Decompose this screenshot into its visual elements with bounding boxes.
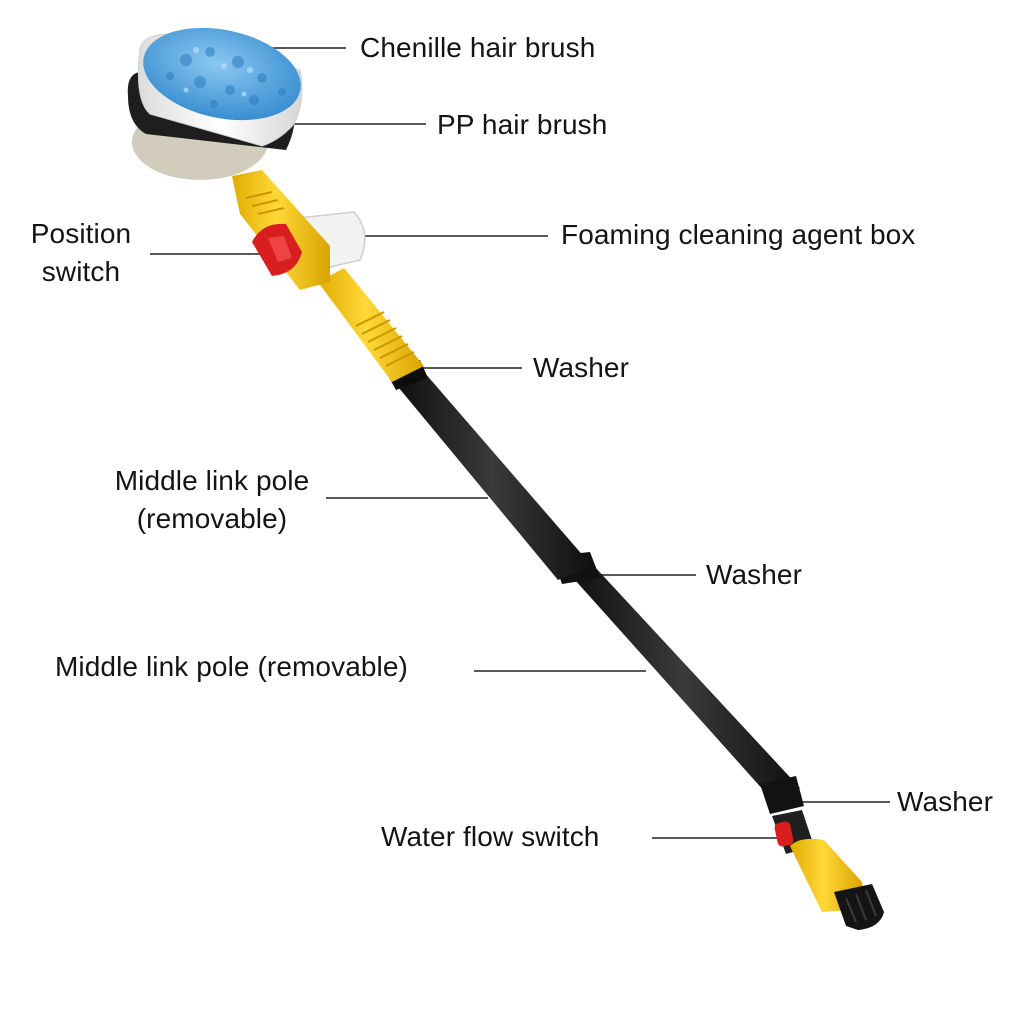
leader-lines bbox=[150, 47, 890, 839]
yellow-neck-lower bbox=[318, 268, 424, 382]
label-pp-hair-brush: PP hair brush bbox=[437, 109, 608, 140]
label-middle-link-pole-1-line-2: (removable) bbox=[136, 503, 288, 534]
label-middle-link-pole-1: Middle link pole (removable) bbox=[98, 462, 326, 538]
label-foaming-agent-box: Foaming cleaning agent box bbox=[561, 219, 916, 250]
chenille-highlights bbox=[183, 47, 253, 97]
label-position-switch-line-2: switch bbox=[41, 256, 121, 287]
position-switch-highlight bbox=[268, 236, 292, 262]
label-position-switch-line-1: Position bbox=[30, 218, 132, 249]
water-switch-lever bbox=[774, 821, 794, 847]
upper-link-pole bbox=[394, 372, 592, 580]
hose-connector-cap bbox=[834, 884, 884, 930]
cap-grip bbox=[845, 889, 877, 923]
label-chenille-hair-brush: Chenille hair brush bbox=[360, 32, 596, 63]
chenille-top bbox=[143, 27, 301, 121]
label-washer-2: Washer bbox=[706, 559, 803, 590]
lower-link-pole bbox=[566, 566, 800, 802]
washer-joint-3 bbox=[760, 776, 804, 814]
label-position-switch: Position switch bbox=[22, 215, 140, 291]
chenille-texture bbox=[166, 47, 286, 108]
label-middle-link-pole-1-line-1: Middle link pole bbox=[114, 465, 310, 496]
label-washer-1: Washer bbox=[533, 352, 630, 383]
upper-ridges bbox=[245, 191, 285, 215]
label-water-flow-switch: Water flow switch bbox=[381, 821, 600, 852]
neck-ridges bbox=[355, 311, 415, 367]
label-middle-link-pole-2: Middle link pole (removable) bbox=[55, 651, 408, 682]
label-washer-3: Washer bbox=[897, 786, 994, 817]
